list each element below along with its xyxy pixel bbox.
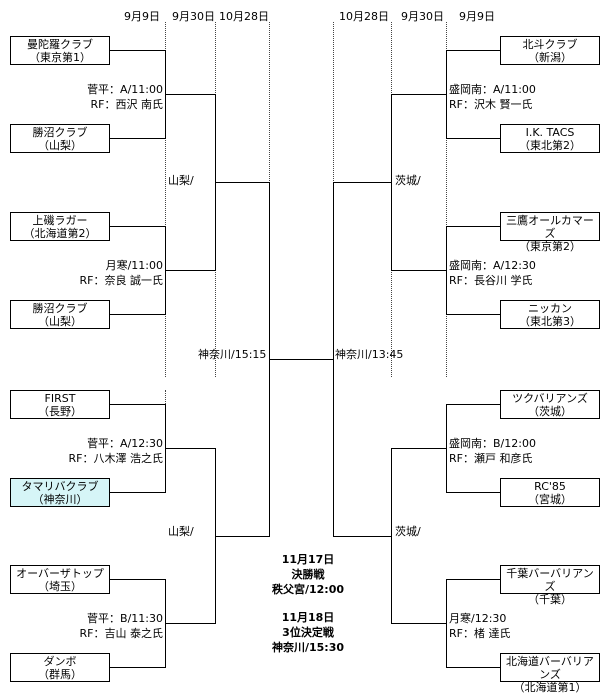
bracket-line <box>333 182 334 537</box>
team-box-highlighted: タマリバクラブ（神奈川） <box>10 478 110 507</box>
bracket-line <box>110 667 166 668</box>
header-left-round1: 9月9日 <box>124 10 160 23</box>
team-box: 三鷹オールカマーズ（東京第2） <box>500 212 600 253</box>
bracket-line <box>446 50 500 51</box>
header-left-semi: 10月28日 <box>219 10 269 23</box>
bracket-line <box>391 448 447 449</box>
bracket-line <box>446 226 500 227</box>
header-left-round2: 9月30日 <box>172 10 215 23</box>
bracket-line <box>110 492 166 493</box>
bracket-line <box>446 138 500 139</box>
third-place-info: 11月18日 3位決定戦 神奈川/15:30 <box>271 611 345 654</box>
bracket-line <box>446 579 500 580</box>
bracket-line <box>110 404 166 405</box>
team-box: 勝沼クラブ（山梨） <box>10 124 110 153</box>
team-box: 北海道バーバリアンズ（北海道第1） <box>500 653 600 694</box>
semi-venue-label: 神奈川/13:45 <box>335 348 404 361</box>
header-right-semi: 10月28日 <box>339 10 389 23</box>
team-box: 上磯ラガー（北海道第2） <box>10 212 110 241</box>
team-box: ニッカン（東北第3） <box>500 300 600 329</box>
bracket-line <box>110 579 166 580</box>
semi-venue-label: 神奈川/15:15 <box>198 348 267 361</box>
bracket-line <box>165 623 216 624</box>
bracket-line <box>391 94 447 95</box>
bracket-line <box>110 50 166 51</box>
team-box: ツクバリアンズ（茨城） <box>500 390 600 419</box>
bracket-line <box>391 448 392 624</box>
date-divider <box>165 22 166 377</box>
team-box: I.K. TACS（東北第2） <box>500 124 600 153</box>
team-box: 北斗クラブ（新潟） <box>500 36 600 65</box>
bracket-line <box>446 404 500 405</box>
bracket-line <box>110 138 166 139</box>
bracket-line <box>446 492 500 493</box>
bracket-line <box>391 94 392 271</box>
header-right-round1: 9月9日 <box>459 10 495 23</box>
bracket-line <box>165 270 216 271</box>
bracket-line <box>446 404 447 493</box>
bracket-line <box>165 448 216 449</box>
bracket-line <box>446 226 447 315</box>
bracket-line <box>215 182 270 183</box>
final-line <box>269 359 334 360</box>
bracket-line <box>165 94 216 95</box>
team-box: FIRST（長野） <box>10 390 110 419</box>
date-divider <box>165 390 166 410</box>
bracket-line <box>110 226 166 227</box>
round2-venue-label: 山梨/ <box>168 525 194 538</box>
bracket-line <box>446 314 500 315</box>
bracket-line <box>446 667 500 668</box>
team-box: オーバーザトップ（埼玉） <box>10 565 110 594</box>
bracket-line <box>391 270 447 271</box>
round2-venue-label: 山梨/ <box>168 174 194 187</box>
header-right-round2: 9月30日 <box>401 10 444 23</box>
bracket-line <box>333 536 392 537</box>
team-box: 曼陀羅クラブ（東京第1） <box>10 36 110 65</box>
team-box: ダンボ（群馬） <box>10 653 110 682</box>
round2-venue-label: 茨城/ <box>395 525 421 538</box>
round2-venue-label: 茨城/ <box>395 174 421 187</box>
team-box: 勝沼クラブ（山梨） <box>10 300 110 329</box>
bracket-line <box>391 623 447 624</box>
final-info: 11月17日 決勝戦 秩父宮/12:00 <box>271 553 345 596</box>
bracket-line <box>110 314 166 315</box>
team-box: RC'85（宮城） <box>500 478 600 507</box>
bracket-line <box>446 579 447 668</box>
bracket-line <box>215 536 270 537</box>
bracket-line <box>446 50 447 139</box>
date-divider <box>446 22 447 377</box>
bracket-line <box>333 182 392 183</box>
team-box: 千葉バーバリアンズ（千葉） <box>500 565 600 606</box>
